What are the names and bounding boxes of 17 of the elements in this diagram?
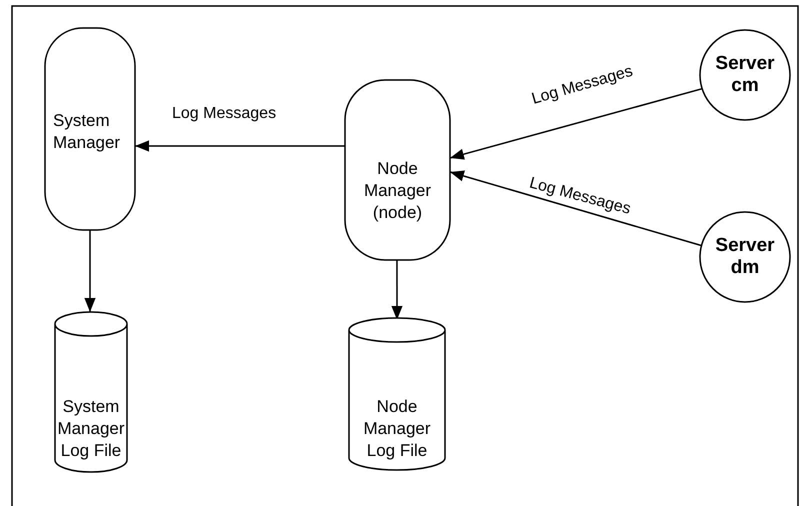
node-label: System Manager Log File: [56, 396, 126, 462]
process-box: [345, 80, 450, 260]
server-circle: [700, 30, 790, 120]
arrow: [450, 170, 704, 247]
server-circle: [700, 212, 790, 302]
node-label: Server cm: [714, 53, 776, 97]
arrow: [391, 260, 403, 320]
node-label: Node Manager (node): [362, 158, 432, 224]
log-file-cylinder: [55, 312, 127, 472]
node-label: Server dm: [714, 235, 776, 279]
process-box: [45, 28, 135, 230]
edge-label: Log Messages: [170, 105, 278, 123]
log-file-cylinder: [349, 318, 445, 470]
node-label: Node Manager Log File: [362, 396, 432, 462]
arrow: [84, 230, 96, 312]
node-label: System Manager: [53, 110, 122, 154]
arrow: [135, 140, 345, 152]
